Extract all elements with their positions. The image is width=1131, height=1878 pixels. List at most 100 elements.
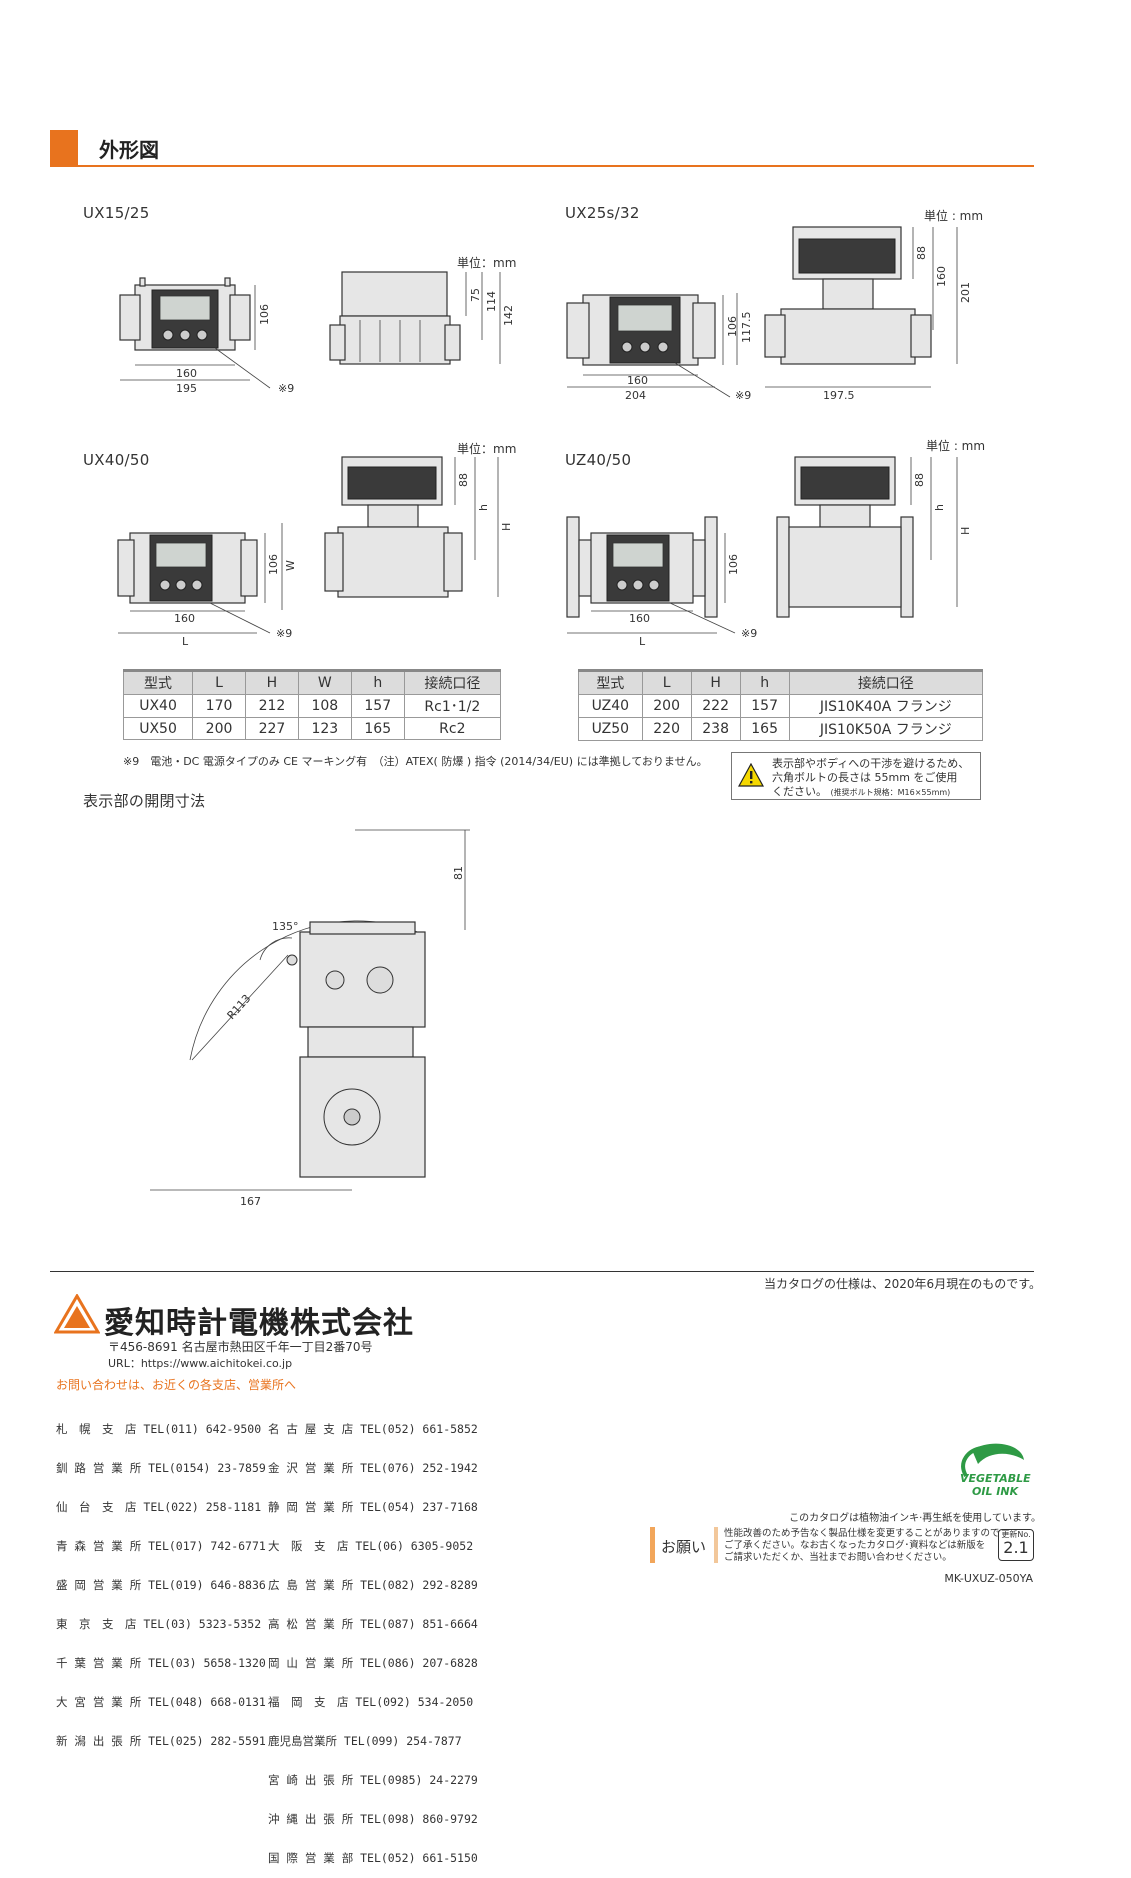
table-header: h	[739, 669, 790, 695]
warning-icon	[738, 763, 764, 787]
table-row: UZ40 200 222 157 JIS10K40A フランジ	[578, 694, 984, 718]
table-header: h	[350, 669, 405, 695]
revision-number: 2.1	[1003, 1538, 1029, 1557]
table-cell: 222	[690, 694, 741, 718]
list-item: 静 岡 営 業 所 TEL(054) 237-7168	[268, 1500, 478, 1514]
section-title: 外形図	[99, 138, 159, 162]
table-cell: 108	[297, 694, 352, 718]
list-item: 岡 山 営 業 所 TEL(086) 207-6828	[268, 1656, 478, 1670]
table-header: H	[244, 669, 299, 695]
revision-badge: 更新No. 2.1	[998, 1529, 1034, 1561]
request-text: 性能改善のため予告なく製品仕様を変更することがありますので ご了承ください。なお…	[724, 1528, 1000, 1564]
table-cell: 220	[641, 717, 692, 741]
list-item: 名 古 屋 支 店 TEL(052) 661-5852	[268, 1422, 478, 1436]
dim-open-radius: R113	[225, 992, 254, 1022]
table-cell: 170	[192, 694, 246, 718]
unit-label-ux40: 単位：mm	[457, 442, 517, 456]
request-accent-bar	[650, 1527, 655, 1563]
table-cell: Rc2	[403, 717, 502, 740]
list-item: 広 島 営 業 所 TEL(082) 292-8289	[268, 1578, 478, 1592]
warning-bolt-spec: (推奨ボルト規格：M16×55mm)	[830, 788, 951, 797]
branch-list-left: 札 幌 支 店 TEL(011) 642-9500 釧 路 営 業 所 TEL(…	[56, 1397, 266, 1761]
dim-ux40-106: 106	[267, 554, 280, 575]
table-cell: UZ40	[578, 694, 643, 718]
dim-uz40-H: H	[959, 527, 972, 535]
request-label: お願い	[661, 1538, 707, 1556]
list-item: 大 宮 営 業 所 TEL(048) 668-0131	[56, 1695, 266, 1709]
table-cell: JIS10K50A フランジ	[788, 717, 984, 741]
list-item: 福 岡 支 店 TEL(092) 534-2050	[268, 1695, 474, 1709]
list-item: 東 京 支 店 TEL(03) 5323-5352	[56, 1617, 262, 1631]
table-cell: 123	[297, 717, 352, 740]
table-header-row: 型式 L H W h 接続口径	[122, 669, 502, 695]
footer-rule	[50, 1271, 1034, 1272]
list-item: 鹿児島営業所 TEL(099) 254-7877	[268, 1734, 462, 1748]
drawing-display-open: 81 135° R113 167	[150, 829, 470, 1208]
dim-ux25s-106: 106	[726, 316, 739, 337]
dim-ux15-160: 160	[176, 367, 197, 380]
table-header: 型式	[122, 669, 194, 695]
list-item: 金 沢 営 業 所 TEL(076) 252-1942	[268, 1461, 478, 1475]
dim-ux25s-88: 88	[915, 246, 928, 260]
request-line3: ご請求いただくか、当社までお問い合わせください。	[724, 1552, 952, 1563]
list-item: 高 松 営 業 所 TEL(087) 851-6664	[268, 1617, 478, 1631]
list-item: 新 潟 出 張 所 TEL(025) 282-5591	[56, 1734, 266, 1748]
vegetable-oil-ink-logo-icon: VEGETABLE OIL INK	[960, 1443, 1031, 1498]
request-line2: ご了承ください。なお古くなったカタログ･資料などは新版を	[724, 1540, 986, 1551]
veg-logo-line2: OIL INK	[972, 1485, 1020, 1498]
table-cell: UX50	[122, 717, 194, 740]
warning-line3: ください。	[772, 785, 827, 798]
list-item: 沖 縄 出 張 所 TEL(098) 860-9792	[268, 1812, 478, 1826]
list-item: 宮 崎 出 張 所 TEL(0985) 24-2279	[268, 1773, 478, 1787]
footnote-ce: ※9 電池・DC 電源タイプのみ CE マーキング有 （注）ATEX( 防爆 )…	[123, 755, 708, 768]
list-item: 札 幌 支 店 TEL(011) 642-9500	[56, 1422, 262, 1436]
dim-ux25s-117: 117.5	[740, 312, 753, 344]
list-item: 青 森 営 業 所 TEL(017) 742-6771	[56, 1539, 266, 1553]
open-section-title: 表示部の開閉寸法	[83, 792, 206, 810]
table-cell: 157	[350, 694, 405, 718]
table-cell: JIS10K40A フランジ	[788, 694, 984, 718]
table-header: 型式	[578, 669, 643, 695]
table-header: L	[192, 669, 246, 695]
drawing-ux15: 160 195 106 ※9 75 114 142	[119, 271, 515, 395]
list-item: 国 際 営 業 部 TEL(052) 661-5150	[268, 1851, 478, 1865]
model-label-uz40: UZ40/50	[565, 451, 632, 469]
table-header: 接続口径	[788, 669, 984, 695]
dim-ux25s-160: 160	[627, 374, 648, 387]
dim-open-167: 167	[240, 1195, 261, 1208]
list-item: 仙 台 支 店 TEL(022) 258-1181	[56, 1500, 262, 1514]
model-label-ux15: UX15/25	[83, 204, 150, 222]
dim-ux25s-204: 204	[625, 389, 646, 402]
veg-ink-note: このカタログは植物油インキ·再生紙を使用しています。	[789, 1513, 1041, 1524]
model-label-ux40: UX40/50	[83, 451, 150, 469]
dim-open-angle: 135°	[272, 920, 299, 933]
note-ux40: ※9	[276, 627, 292, 640]
company-address: 〒456-8691 名古屋市熱田区千年一丁目2番70号	[108, 1340, 373, 1354]
warning-line2: 六角ボルトの長さは 55mm をご使用	[772, 771, 958, 784]
section-rule	[50, 165, 1034, 167]
dim-ux25s-197: 197.5	[823, 389, 855, 402]
table-row: UX50 200 227 123 165 Rc2	[122, 717, 502, 740]
veg-logo-line1: VEGETABLE	[960, 1472, 1031, 1485]
dim-ux15-114: 114	[485, 291, 498, 312]
dim-open-81: 81	[452, 866, 465, 880]
spec-table-uz: 型式 L H h 接続口径 UZ40 200 222 157 JIS10K40A…	[578, 669, 984, 741]
dim-ux25s-160h: 160	[935, 266, 948, 287]
dim-ux25s-201: 201	[959, 282, 972, 303]
unit-label-ux25s: 単位 : mm	[924, 209, 984, 223]
dim-ux15-195: 195	[176, 382, 197, 395]
dim-ux40-L: L	[182, 635, 189, 648]
drawing-ux25s: 160 204 106 117.5 ※9 197.5 88 160 201	[566, 226, 972, 402]
list-item: 大 阪 支 店 TEL(06) 6305-9052	[268, 1539, 474, 1553]
dim-uz40-160: 160	[629, 612, 650, 625]
unit-label-uz40: 単位 : mm	[926, 439, 986, 453]
table-cell: 165	[739, 717, 790, 741]
table-header: H	[690, 669, 741, 695]
table-cell: 157	[739, 694, 790, 718]
list-item: 釧 路 営 業 所 TEL(0154) 23-7859	[56, 1461, 266, 1475]
dim-ux40-H: H	[500, 523, 513, 531]
catalog-date-note: 当カタログの仕様は、2020年6月現在のものです。	[764, 1277, 1041, 1291]
table-row: UZ50 220 238 165 JIS10K50A フランジ	[578, 717, 984, 741]
model-label-ux25s: UX25s/32	[565, 204, 640, 222]
table-header-row: 型式 L H h 接続口径	[578, 669, 984, 695]
